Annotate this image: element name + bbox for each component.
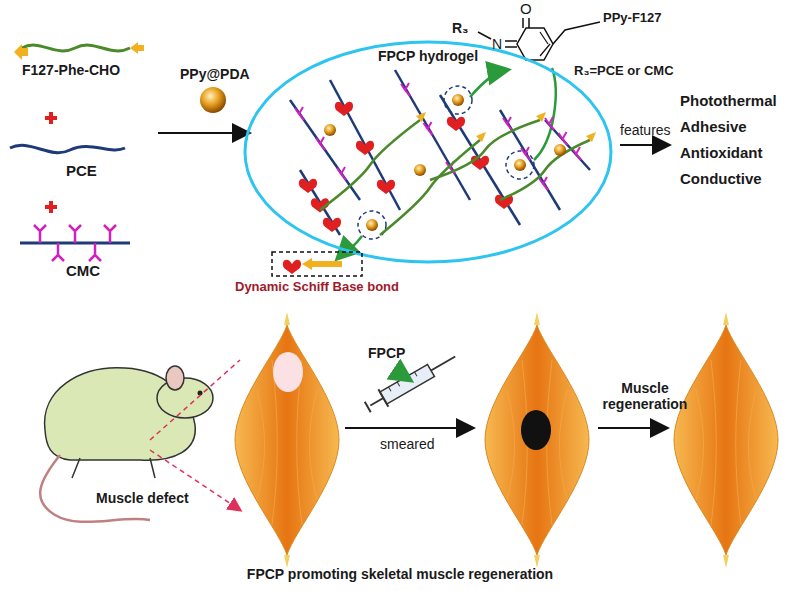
text-label: O bbox=[520, 0, 532, 17]
hydrogel-ellipse: FPCP hydrogel bbox=[243, 40, 613, 264]
text-label: Conductive bbox=[680, 170, 762, 187]
text-label: Muscle defect bbox=[96, 490, 189, 506]
text-label: R₃=PCE or CMC bbox=[574, 64, 674, 79]
schiff-base-box: Dynamic Schiff Base bond bbox=[222, 250, 412, 300]
text-label: Antioxidant bbox=[680, 144, 763, 161]
text-label: CMC bbox=[66, 262, 100, 279]
text-label: N bbox=[492, 36, 502, 52]
node-caption: Dynamic Schiff Base bond bbox=[235, 280, 399, 295]
text-label: PPy-F127 bbox=[603, 11, 662, 26]
node-outline bbox=[243, 40, 613, 264]
text-label: smeared bbox=[380, 436, 434, 452]
text-label: PCE bbox=[66, 162, 97, 179]
text-label: Adhesive bbox=[680, 118, 747, 135]
caption: FPCP promoting skeletal muscle regenerat… bbox=[247, 566, 553, 582]
text-label: R₃ bbox=[452, 20, 469, 36]
text-label: PPy@PDA bbox=[180, 66, 250, 82]
text-label: Muscle regeneration bbox=[600, 380, 690, 412]
text-label: Photothermal bbox=[680, 92, 777, 109]
text-label: FPCP bbox=[368, 345, 405, 361]
text-label: F127-Phe-CHO bbox=[22, 62, 120, 78]
text-label: features bbox=[620, 122, 671, 138]
node-title: FPCP hydrogel bbox=[378, 48, 478, 64]
